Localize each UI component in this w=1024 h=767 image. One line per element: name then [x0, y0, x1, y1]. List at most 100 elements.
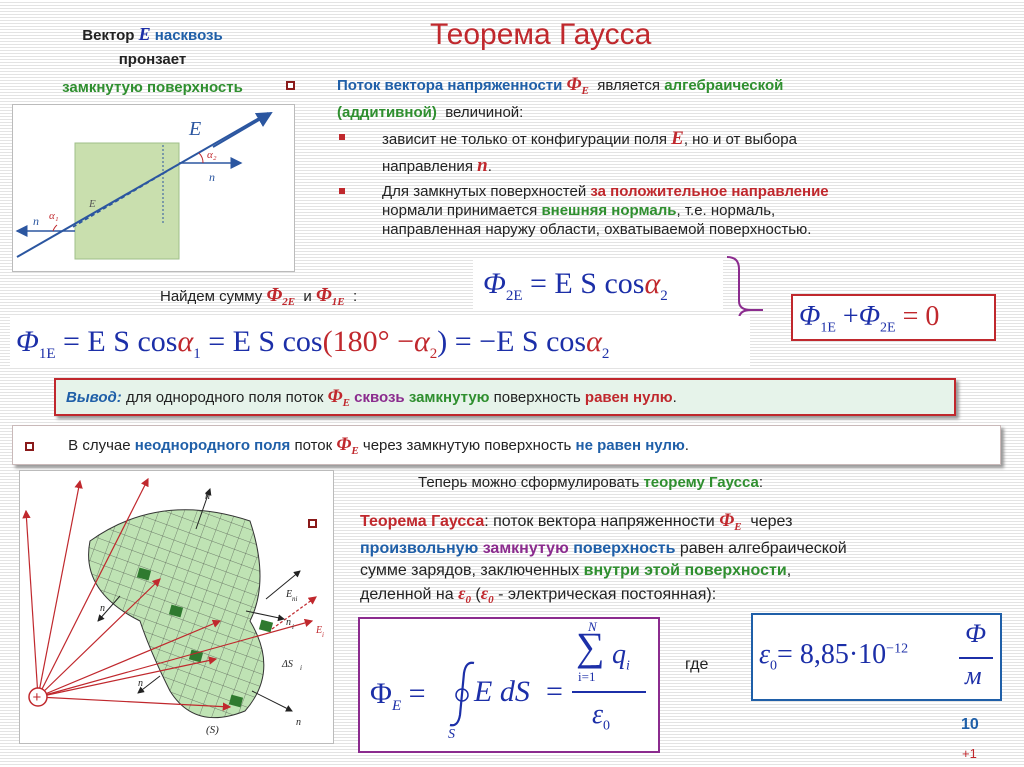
figure-gauss-surface: + n n n n E ni n i E i ΔS i (S): [19, 470, 334, 744]
phi-symbol: Φ: [566, 74, 582, 95]
eq2-alpha: α: [644, 267, 661, 300]
sum-eq-phi1: Φ: [799, 301, 821, 332]
b1-n: n: [477, 155, 488, 176]
label-alpha1: α₁: [49, 210, 59, 222]
nonuniform-text-3: через замкнутую поверхность: [362, 437, 572, 454]
sum-line: Найдем сумму Φ2E и Φ1E :: [160, 284, 357, 308]
gauss-q: q: [612, 639, 626, 670]
bullet-2-text: Для замкнутых поверхностей за положитель…: [382, 182, 1007, 239]
fig2-n-3: n: [138, 678, 143, 689]
caption-word-blue: насквозь: [154, 27, 223, 44]
eps-exp: −12: [886, 641, 909, 657]
caption-line2: пронзает: [118, 51, 187, 68]
theorem-h: деленной на: [360, 586, 454, 604]
eq1-rhs2: = E S cos: [208, 325, 323, 358]
nonuniform-not-zero: не равен нулю: [575, 437, 685, 454]
fig2-s: (S): [206, 724, 219, 736]
intro-text-2: величиной:: [445, 104, 524, 121]
theorem-c1: произвольную: [360, 540, 479, 558]
theorem-a: : поток вектора напряженности: [484, 513, 715, 530]
sum-and: и: [303, 288, 312, 305]
now-colon: :: [758, 474, 764, 491]
sum-text: Найдем сумму: [160, 288, 263, 305]
fig2-ei-sub: i: [322, 631, 324, 639]
eps-symbol: ε: [759, 639, 771, 670]
eq1-alpha3-sub: 2: [601, 346, 610, 362]
conclusion-zero: равен нулю: [584, 389, 673, 406]
fig2-ei: E: [315, 625, 322, 636]
eps-unit-den: м: [965, 661, 982, 690]
page-plus: +1: [962, 746, 977, 761]
left-caption: Вектор E насквозь пронзает замкнутую пов…: [0, 22, 305, 100]
eps-unit-num: Ф: [965, 619, 986, 648]
caption-e: E: [138, 24, 151, 44]
figure-2-svg: + n n n n E ni n i E i ΔS i (S): [22, 477, 324, 736]
eq2-rhs: = E S cos: [530, 267, 645, 300]
nonuniform-text-2: поток: [294, 437, 333, 454]
b1-text-3: направления: [382, 158, 473, 175]
square-bullet-3: [308, 519, 317, 528]
gauss-s: S: [448, 727, 455, 742]
square-bullet-1: [286, 81, 295, 90]
intro-green: алгебраической: [664, 77, 784, 94]
gauss-den: ε: [592, 699, 604, 730]
gauss-eq: =: [408, 677, 426, 710]
equation-phi1: Φ1E = E S cosα1 = E S cos(180° −α2) = −E…: [10, 316, 750, 368]
intro-text: Поток вектора напряженности ΦE является …: [337, 74, 1017, 124]
eq1-alpha1-sub: 1: [193, 346, 201, 362]
theorem-text: Теорема Гаусса: поток вектора напряженно…: [360, 510, 1015, 611]
sum-eq-plus: +: [842, 301, 859, 332]
equation-phi2: Φ2E = E S cosα2: [473, 258, 723, 310]
b2-text: Для замкнутых поверхностей: [382, 183, 587, 200]
gauss-phi: Φ: [370, 677, 392, 710]
theorem-b: через: [750, 513, 793, 530]
intro-blue: Поток вектора напряженности: [337, 77, 563, 94]
nonuniform-blue: неоднородного поля: [134, 437, 291, 454]
gauss-den-sub: 0: [603, 718, 611, 734]
theorem-f: внутри этой поверхности: [583, 562, 787, 580]
theorem-phi: Φ: [719, 510, 735, 531]
sum-eq-sub2: 2E: [880, 320, 896, 336]
intro-paragraph: Поток вектора напряженности ΦE является …: [337, 74, 1017, 102]
sum-phi1: Φ: [315, 284, 332, 306]
page-number: 10: [961, 716, 979, 733]
intro-text-plain: является: [597, 77, 661, 94]
sum-phi2: Φ: [266, 284, 283, 306]
red-bullet-2: [339, 188, 345, 194]
fig2-eni-sub: ni: [292, 595, 298, 603]
b1-dot: .: [487, 158, 492, 175]
b1-text: зависит не только от конфигурации поля: [382, 131, 667, 148]
theorem-eps-2: ε: [480, 583, 489, 604]
b2-green: внешняя нормаль: [541, 202, 677, 219]
eq1-rhs1: = E S cos: [63, 325, 178, 358]
eps-sub: 0: [770, 658, 778, 674]
caption-word: Вектор: [82, 27, 135, 44]
gauss-phi-sub: E: [391, 698, 402, 714]
conclusion-closed: замкнутую: [408, 389, 490, 406]
theorem-d: равен алгебраической: [679, 540, 847, 558]
theorem-e: сумме зарядов, заключенных: [360, 562, 580, 580]
eq1-alpha2: α: [414, 325, 430, 358]
b2-text-2: нормали принимается: [382, 202, 538, 219]
sum-top: N: [588, 619, 597, 634]
fig2-eni: E: [285, 589, 292, 600]
fraction-bar: [572, 691, 646, 693]
eq1-rhs3: ) = −E S cos: [437, 325, 587, 358]
sum-eq-sub1: 1E: [820, 320, 836, 336]
eq1-paren: (180° −: [322, 325, 415, 358]
theorem-eps-sub-2: 0: [488, 594, 494, 607]
conclusion-phi: Φ: [327, 386, 343, 407]
now-text: Теперь можно сформулировать: [418, 474, 640, 491]
eps-fraction-bar: [959, 657, 993, 659]
slide-title: Теорема Гаусса: [430, 18, 652, 51]
conclusion-label: Вывод:: [66, 389, 122, 406]
gauss-q-sub: i: [626, 658, 630, 674]
gauss-formula: ΦE = S E dS = N ∑ i=1 qi ε0: [358, 617, 660, 753]
b2-red: за положительное направление: [590, 183, 829, 200]
label-n-right: n: [209, 170, 215, 184]
label-n-left: n: [33, 214, 39, 228]
eq1-alpha2-sub: 2: [429, 346, 438, 362]
b1-e: E: [671, 128, 684, 149]
gauss-integrand: E dS: [474, 675, 530, 708]
b1-text-2: , но и от выбора: [683, 131, 797, 148]
